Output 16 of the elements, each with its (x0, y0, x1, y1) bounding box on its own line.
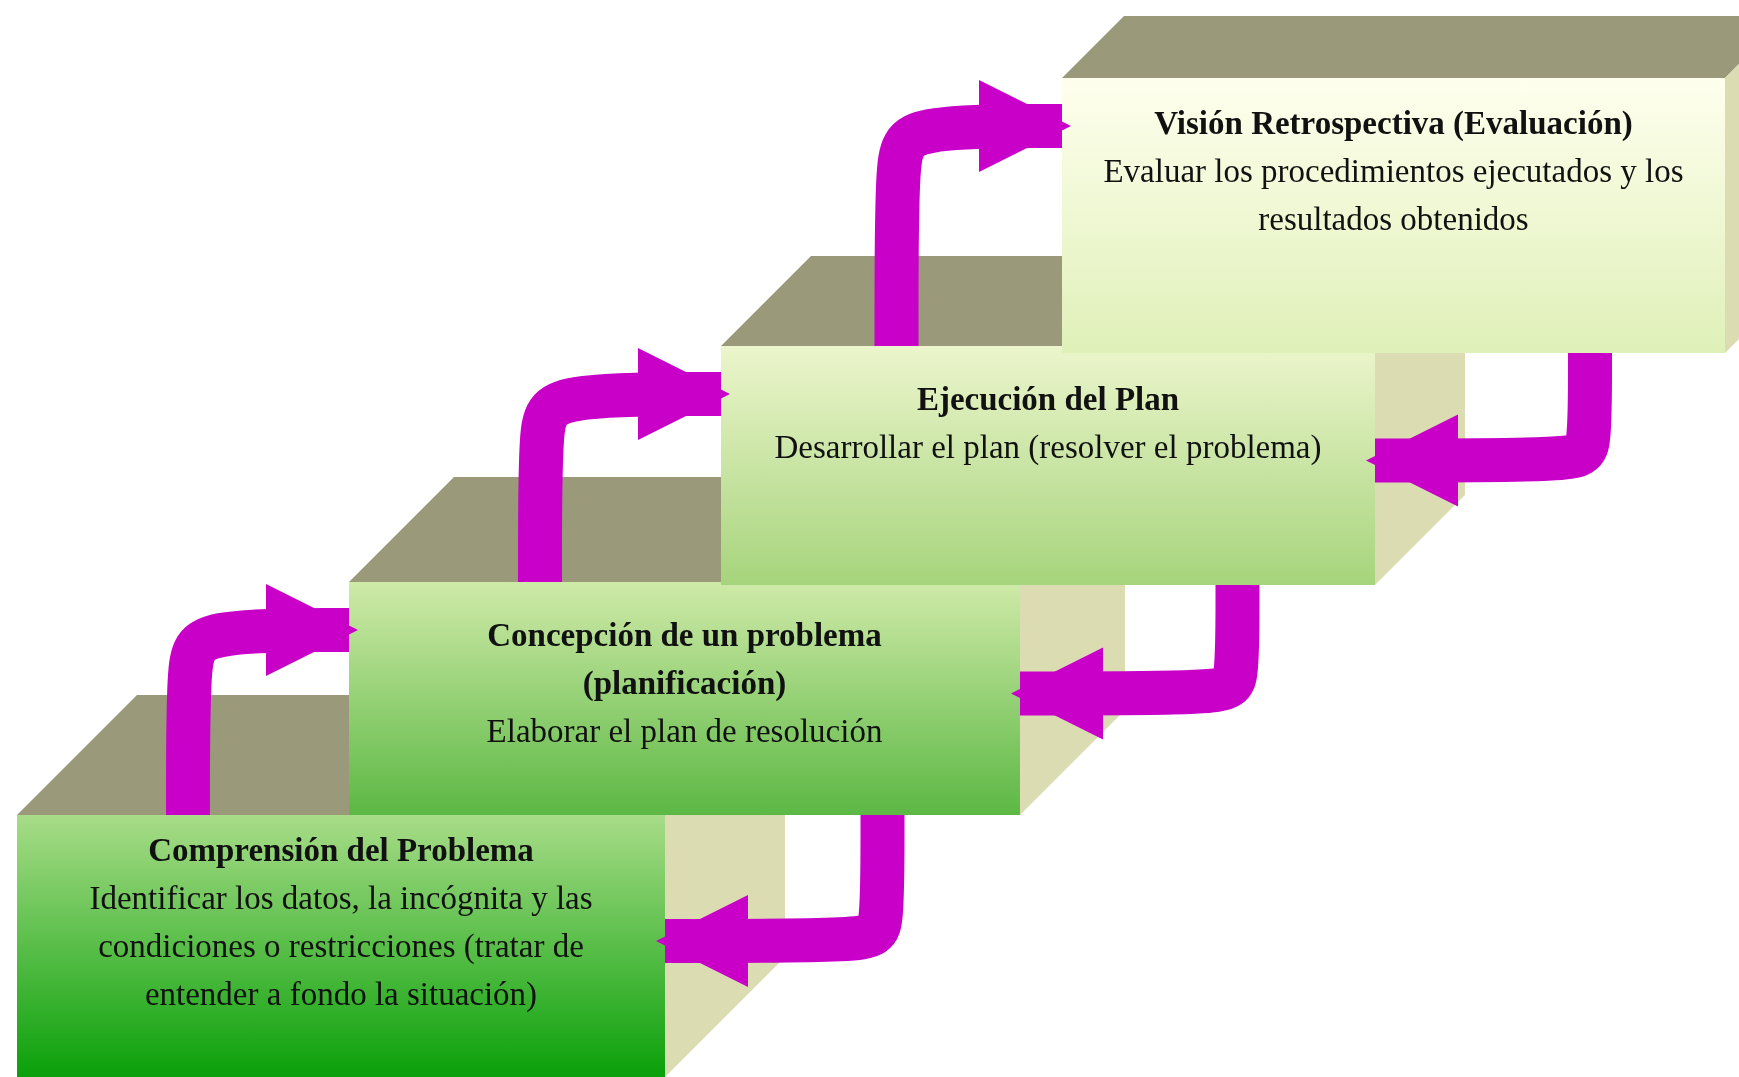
step-description: Identificar los datos, la incógnita y las condiciones o restricciones (tratar de entender a fondo la situación) (88, 878, 594, 1014)
step-description: Elaborar el plan de resolución (486, 711, 883, 751)
curved-arrow (166, 583, 359, 815)
step-box (721, 346, 1375, 585)
step-box (17, 815, 665, 1077)
step-description: Desarrollar el plan (resolver el problema) (774, 427, 1322, 467)
step-title: Ejecución del Plan (916, 380, 1180, 419)
step-title: Comprensión del Problema (148, 831, 534, 870)
step-box (349, 582, 1020, 815)
curved-arrow (874, 79, 1072, 346)
curved-arrow (518, 347, 731, 582)
step-box (1062, 78, 1725, 353)
step-description: Evaluar los procedimientos ejecutados y los resultados obtenidos (1102, 151, 1685, 239)
curved-arrow (655, 812, 905, 988)
step-title: Visión Retrospectiva (Evaluación) (1154, 104, 1633, 143)
step-title: Concepción de un problema (planificación) (486, 616, 883, 703)
